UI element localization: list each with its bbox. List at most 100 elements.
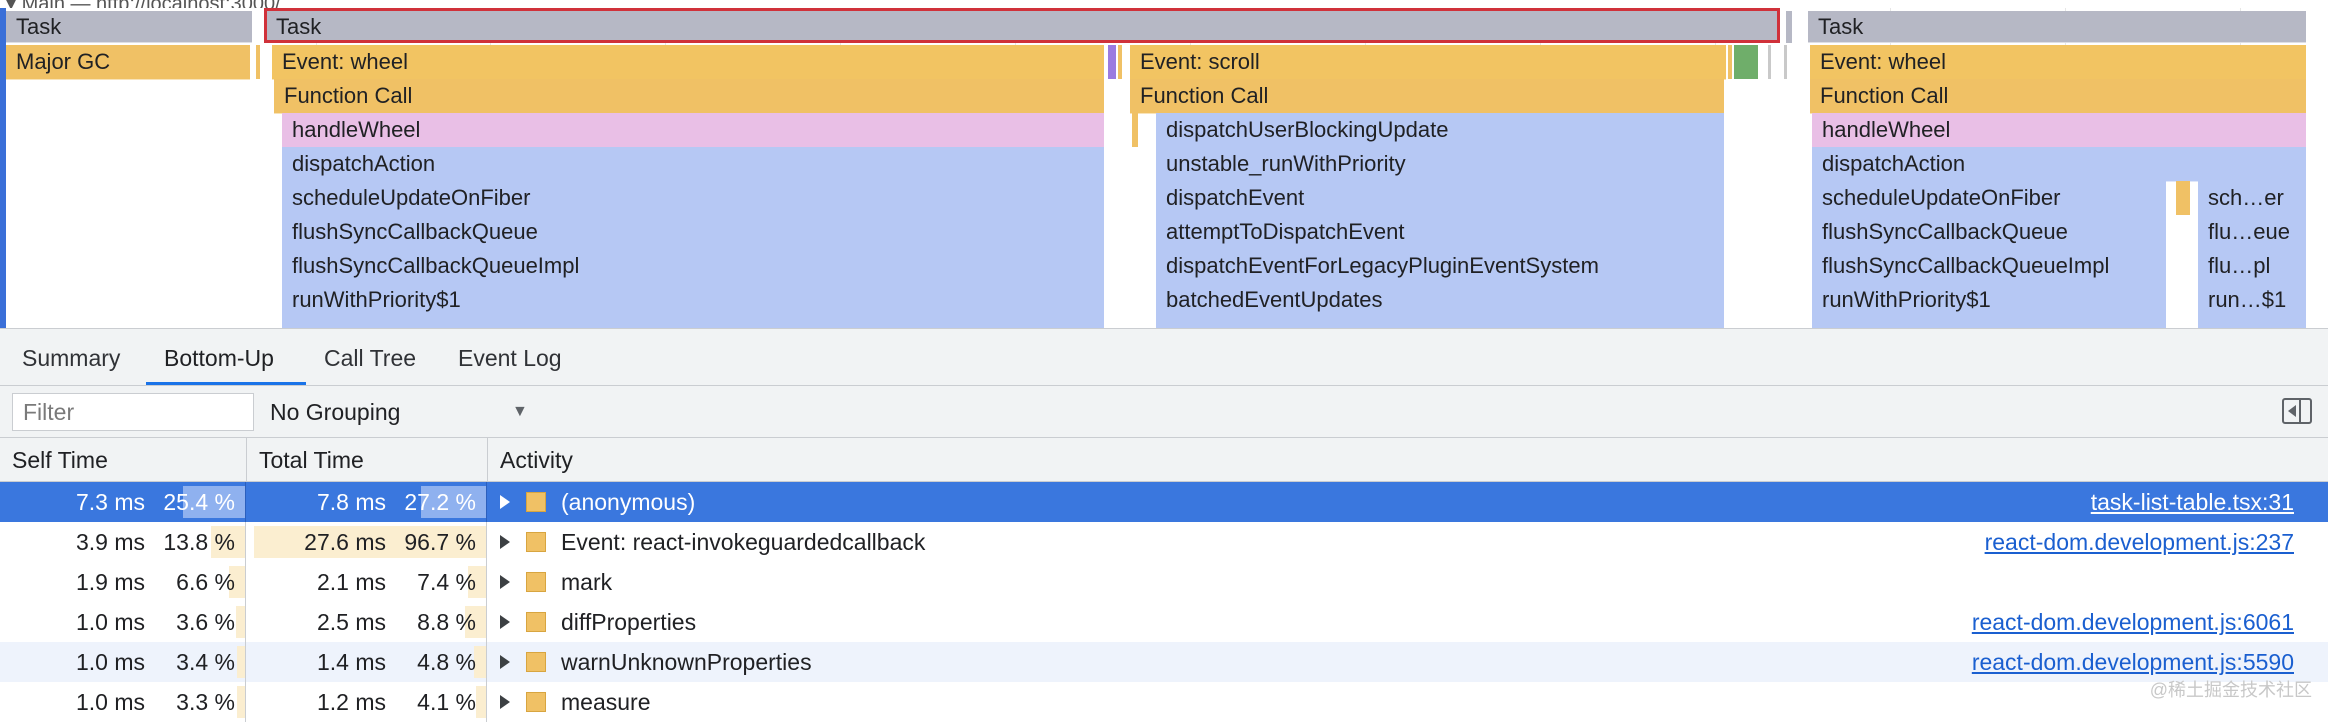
- column-header-total-time[interactable]: Total Time: [247, 438, 488, 482]
- flame-sliver[interactable]: [1108, 45, 1116, 79]
- total-time-bar: [468, 566, 486, 598]
- toggle-sidebar-icon[interactable]: [2282, 398, 2312, 424]
- self-time-bar: [229, 566, 245, 598]
- flame-sliver[interactable]: [1784, 45, 1787, 79]
- source-link[interactable]: react-dom.development.js:6061: [1971, 609, 2294, 635]
- flame-js-frame[interactable]: flushSyncCallbackQueue: [1812, 215, 2166, 250]
- flame-sliver[interactable]: [1132, 113, 1138, 147]
- scripting-category-icon: [526, 532, 546, 552]
- flame-major-gc[interactable]: Major GC: [6, 45, 250, 80]
- selected-task-highlight: [264, 8, 1780, 43]
- expand-arrow-icon[interactable]: [500, 575, 510, 589]
- self-time-cell: 7.3 ms 25.4 %: [0, 482, 246, 522]
- scripting-category-icon: [526, 692, 546, 712]
- total-time-cell: 1.4 ms 4.8 %: [247, 642, 487, 682]
- sidebar-divider-icon: [2299, 400, 2301, 422]
- table-row[interactable]: 1.0 ms 3.3 % 1.2 ms 4.1 % measure: [0, 682, 2328, 722]
- total-time-bar: [421, 486, 486, 518]
- flame-js-frame[interactable]: sch…er: [2198, 181, 2306, 216]
- flame-function-call[interactable]: Function Call: [1810, 79, 2306, 114]
- flame-sliver[interactable]: [1728, 45, 1732, 79]
- flame-paint-sliver[interactable]: [1734, 45, 1758, 79]
- flame-js-frame[interactable]: dispatchUserBlockingUpdate: [1156, 113, 1724, 148]
- self-time-ms: 3.9 ms: [75, 529, 145, 555]
- flame-sliver[interactable]: [256, 45, 260, 79]
- scripting-category-icon: [526, 652, 546, 672]
- flame-sliver[interactable]: [1118, 45, 1122, 79]
- total-time-cell: 1.2 ms 4.1 %: [247, 682, 487, 722]
- flame-task[interactable]: Task: [6, 11, 252, 43]
- tab-summary[interactable]: Summary: [22, 345, 121, 371]
- flame-chart[interactable]: ▾ Main — http://localhost:3000/ Task Tas…: [0, 0, 2328, 328]
- tab-call-tree[interactable]: Call Tree: [324, 345, 417, 371]
- table-row[interactable]: 1.9 ms 6.6 % 2.1 ms 7.4 % mark: [0, 562, 2328, 602]
- flame-js-frame[interactable]: run…$1: [2198, 283, 2306, 318]
- flame-handle-wheel[interactable]: handleWheel: [1812, 113, 2306, 148]
- flame-sliver[interactable]: [1786, 11, 1792, 43]
- tab-bottom-up[interactable]: Bottom-Up: [146, 329, 306, 385]
- flame-js-frame[interactable]: flushSyncCallbackQueueImpl: [282, 249, 1104, 284]
- total-time-percent: 7.4 %: [417, 569, 476, 595]
- flame-js-frame[interactable]: flushSyncCallbackQueueImpl: [1812, 249, 2166, 284]
- flame-js-frame[interactable]: unstable_runWithPriority: [1156, 147, 1724, 182]
- expand-arrow-icon[interactable]: [500, 695, 510, 709]
- table-row[interactable]: 3.9 ms 13.8 % 27.6 ms 96.7 % Event: reac…: [0, 522, 2328, 562]
- flame-task-selected[interactable]: Task: [266, 11, 1778, 43]
- table-row[interactable]: 1.0 ms 3.4 % 1.4 ms 4.8 % warnUnknownPro…: [0, 642, 2328, 682]
- flame-js-frame[interactable]: attemptToDispatchEvent: [1156, 215, 1724, 250]
- total-time-ms: 2.1 ms: [316, 569, 386, 595]
- flame-function-call[interactable]: Function Call: [1130, 79, 1724, 114]
- flame-js-frame-clipped[interactable]: [282, 317, 1104, 328]
- flame-js-frame-clipped[interactable]: [1156, 317, 1724, 328]
- flame-js-frame[interactable]: flu…eue: [2198, 215, 2306, 250]
- flame-js-frame[interactable]: dispatchEvent: [1156, 181, 1724, 216]
- scripting-category-icon: [526, 492, 546, 512]
- flame-event-wheel[interactable]: Event: wheel: [272, 45, 1104, 80]
- table-row[interactable]: 7.3 ms 25.4 % 7.8 ms 27.2 % (anonymous) …: [0, 482, 2328, 522]
- dropdown-caret-icon: ▼: [512, 403, 528, 420]
- total-time-ms: 1.4 ms: [316, 649, 386, 675]
- filter-input[interactable]: [12, 393, 254, 431]
- column-header-self-time[interactable]: Self Time: [0, 438, 247, 482]
- table-row[interactable]: 1.0 ms 3.6 % 2.5 ms 8.8 % diffProperties…: [0, 602, 2328, 642]
- flame-js-frame[interactable]: dispatchAction: [282, 147, 1104, 182]
- flame-event-scroll[interactable]: Event: scroll: [1130, 45, 1726, 80]
- flame-js-frame-clipped[interactable]: [2198, 317, 2306, 328]
- flame-js-frame[interactable]: flushSyncCallbackQueue: [282, 215, 1104, 250]
- flame-sliver[interactable]: [2176, 181, 2190, 215]
- details-tab-bar: Summary Bottom-Up Call Tree Event Log: [0, 328, 2328, 386]
- self-time-percent: 13.8 %: [163, 529, 235, 555]
- tab-event-log[interactable]: Event Log: [458, 345, 562, 371]
- total-time-percent: 8.8 %: [417, 609, 476, 635]
- grouping-select[interactable]: No Grouping ▼: [270, 393, 540, 431]
- flame-function-call[interactable]: Function Call: [274, 79, 1104, 114]
- source-link[interactable]: task-list-table.tsx:31: [2090, 489, 2294, 515]
- flame-js-frame[interactable]: runWithPriority$1: [1812, 283, 2166, 318]
- flame-task[interactable]: Task: [1808, 11, 2306, 43]
- flame-js-frame-clipped[interactable]: [1812, 317, 2166, 328]
- flame-js-frame[interactable]: batchedEventUpdates: [1156, 283, 1724, 318]
- flame-event-wheel[interactable]: Event: wheel: [1810, 45, 2306, 80]
- self-time-ms: 1.0 ms: [75, 609, 145, 635]
- self-time-ms: 1.0 ms: [75, 689, 145, 715]
- expand-arrow-icon[interactable]: [500, 615, 510, 629]
- expand-arrow-icon[interactable]: [500, 495, 510, 509]
- flame-js-frame[interactable]: scheduleUpdateOnFiber: [1812, 181, 2166, 216]
- flame-js-frame[interactable]: scheduleUpdateOnFiber: [282, 181, 1104, 216]
- expand-arrow-icon[interactable]: [500, 655, 510, 669]
- total-time-percent: 96.7 %: [404, 529, 476, 555]
- flame-js-frame[interactable]: dispatchEventForLegacyPluginEventSystem: [1156, 249, 1724, 284]
- flame-handle-wheel[interactable]: handleWheel: [282, 113, 1104, 148]
- expand-arrow-icon[interactable]: [500, 535, 510, 549]
- flame-js-frame[interactable]: runWithPriority$1: [282, 283, 1104, 318]
- flame-js-frame[interactable]: flu…pl: [2198, 249, 2306, 284]
- source-link[interactable]: react-dom.development.js:5590: [1971, 649, 2294, 675]
- self-time-ms: 1.9 ms: [75, 569, 145, 595]
- flame-sliver[interactable]: [1768, 45, 1771, 79]
- self-time-cell: 3.9 ms 13.8 %: [0, 522, 246, 562]
- column-header-activity[interactable]: Activity: [500, 447, 573, 473]
- flame-js-frame[interactable]: dispatchAction: [1812, 147, 2306, 182]
- source-link[interactable]: react-dom.development.js:237: [1984, 529, 2294, 555]
- scripting-category-icon: [526, 572, 546, 592]
- total-time-cell: 2.5 ms 8.8 %: [247, 602, 487, 642]
